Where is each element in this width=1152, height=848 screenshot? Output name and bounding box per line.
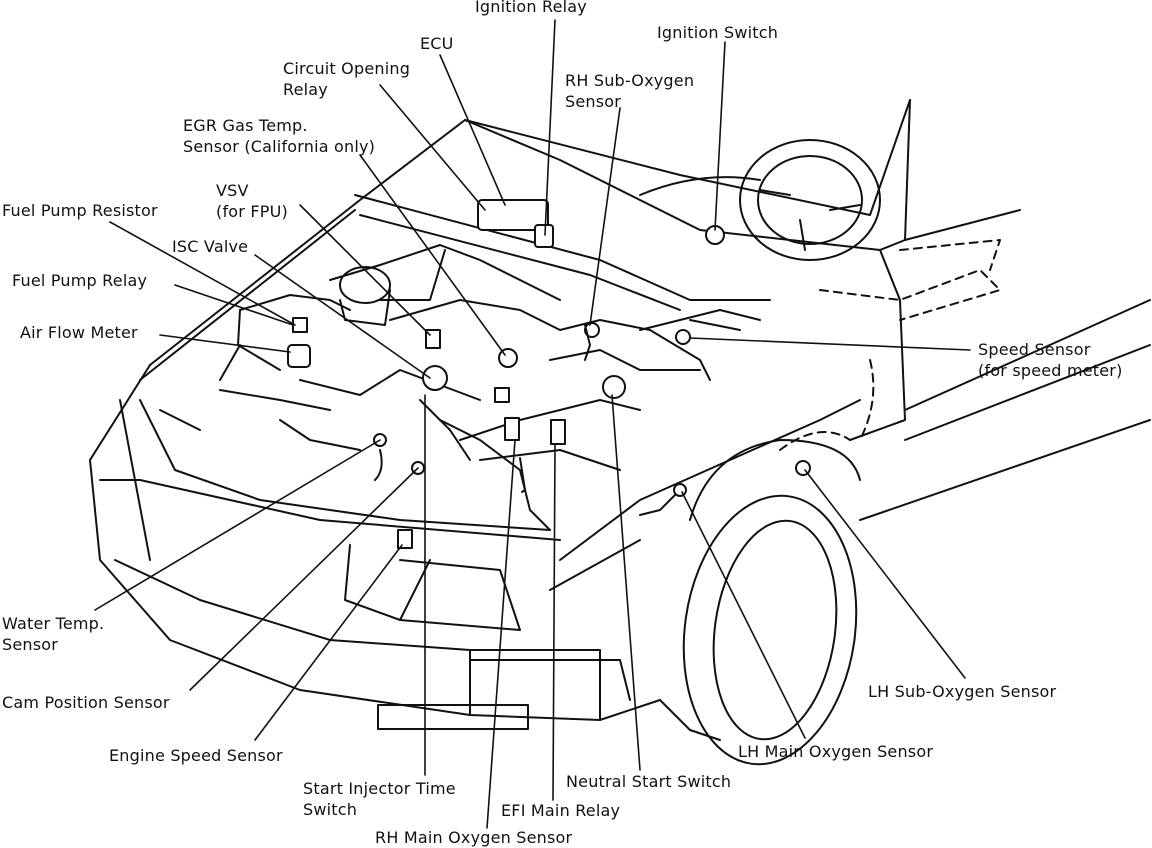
leader-isc-valve bbox=[254, 254, 431, 379]
label-fuel-pump-resistor: Fuel Pump Resistor bbox=[2, 201, 158, 220]
label-vsv: VSV (for FPU) bbox=[216, 181, 288, 221]
start-injector-part bbox=[494, 387, 510, 403]
rh-sub-oxygen-part bbox=[584, 322, 600, 338]
leader-cam-position bbox=[189, 467, 419, 691]
speed-sensor-part bbox=[675, 329, 691, 345]
label-egr-gas-temp-sensor: EGR Gas Temp. Sensor (California only) bbox=[183, 116, 376, 156]
leader-fuel-pump-relay bbox=[174, 284, 294, 326]
label-rh-sub-oxygen-sensor: RH Sub-Oxygen Sensor bbox=[565, 71, 695, 111]
leader-ignition-relay bbox=[544, 19, 556, 236]
label-neutral-start-switch: Neutral Start Switch bbox=[566, 772, 732, 791]
label-start-injector-time-switch: Start Injector Time Switch bbox=[303, 779, 456, 819]
engine-bay bbox=[219, 244, 761, 531]
label-ignition-relay: Ignition Relay bbox=[475, 0, 587, 16]
rh-main-oxygen-part bbox=[504, 417, 520, 441]
label-lh-main-oxygen-sensor: LH Main Oxygen Sensor bbox=[738, 742, 934, 761]
components bbox=[287, 199, 811, 549]
label-ignition-switch: Ignition Switch bbox=[657, 23, 779, 42]
leader-circuit-opening-relay bbox=[379, 84, 486, 211]
leader-engine-speed bbox=[254, 544, 403, 741]
leader-lines bbox=[94, 19, 971, 829]
leader-rh-main-oxygen bbox=[486, 439, 516, 829]
lh-main-oxygen-part bbox=[673, 483, 687, 497]
leader-lh-main-oxygen bbox=[681, 491, 806, 739]
label-air-flow-meter: Air Flow Meter bbox=[20, 323, 138, 342]
label-circuit-opening-relay: Circuit Opening Relay bbox=[283, 59, 411, 99]
leader-vsv bbox=[299, 204, 431, 336]
leader-neutral-start bbox=[611, 394, 641, 771]
leader-efi-main-relay bbox=[552, 444, 556, 801]
leader-lh-sub-oxygen bbox=[804, 469, 966, 679]
label-water-temp-sensor: Water Temp. Sensor bbox=[2, 614, 105, 654]
efi-main-relay-part bbox=[550, 419, 566, 445]
label-efi-main-relay: EFI Main Relay bbox=[501, 801, 621, 820]
air-flow-meter-part bbox=[287, 344, 311, 368]
leader-speed-sensor bbox=[689, 337, 971, 351]
leader-fuel-pump-resistor bbox=[109, 221, 296, 326]
leader-egr-gas-temp bbox=[359, 154, 506, 356]
label-fuel-pump-relay: Fuel Pump Relay bbox=[12, 271, 148, 290]
neutral-start-part bbox=[602, 375, 626, 399]
label-cam-position-sensor: Cam Position Sensor bbox=[2, 693, 170, 712]
car-body bbox=[89, 99, 1151, 766]
label-isc-valve: ISC Valve bbox=[172, 237, 249, 256]
leader-air-flow-meter bbox=[159, 334, 291, 353]
leader-water-temp bbox=[94, 439, 381, 611]
label-lh-sub-oxygen-sensor: LH Sub-Oxygen Sensor bbox=[868, 682, 1057, 701]
isc-valve-part bbox=[422, 365, 448, 391]
label-engine-speed-sensor: Engine Speed Sensor bbox=[109, 746, 283, 765]
leader-rh-sub-oxygen bbox=[589, 107, 621, 326]
leader-ignition-switch bbox=[714, 41, 726, 231]
engine-speed-part bbox=[397, 529, 413, 549]
ignition-relay-part bbox=[534, 224, 554, 248]
leader-ecu bbox=[439, 54, 506, 206]
label-ecu: ECU bbox=[420, 34, 454, 53]
label-speed-sensor: Speed Sensor (for speed meter) bbox=[978, 340, 1123, 380]
label-rh-main-oxygen-sensor: RH Main Oxygen Sensor bbox=[375, 828, 573, 847]
ecu-box bbox=[477, 199, 549, 231]
